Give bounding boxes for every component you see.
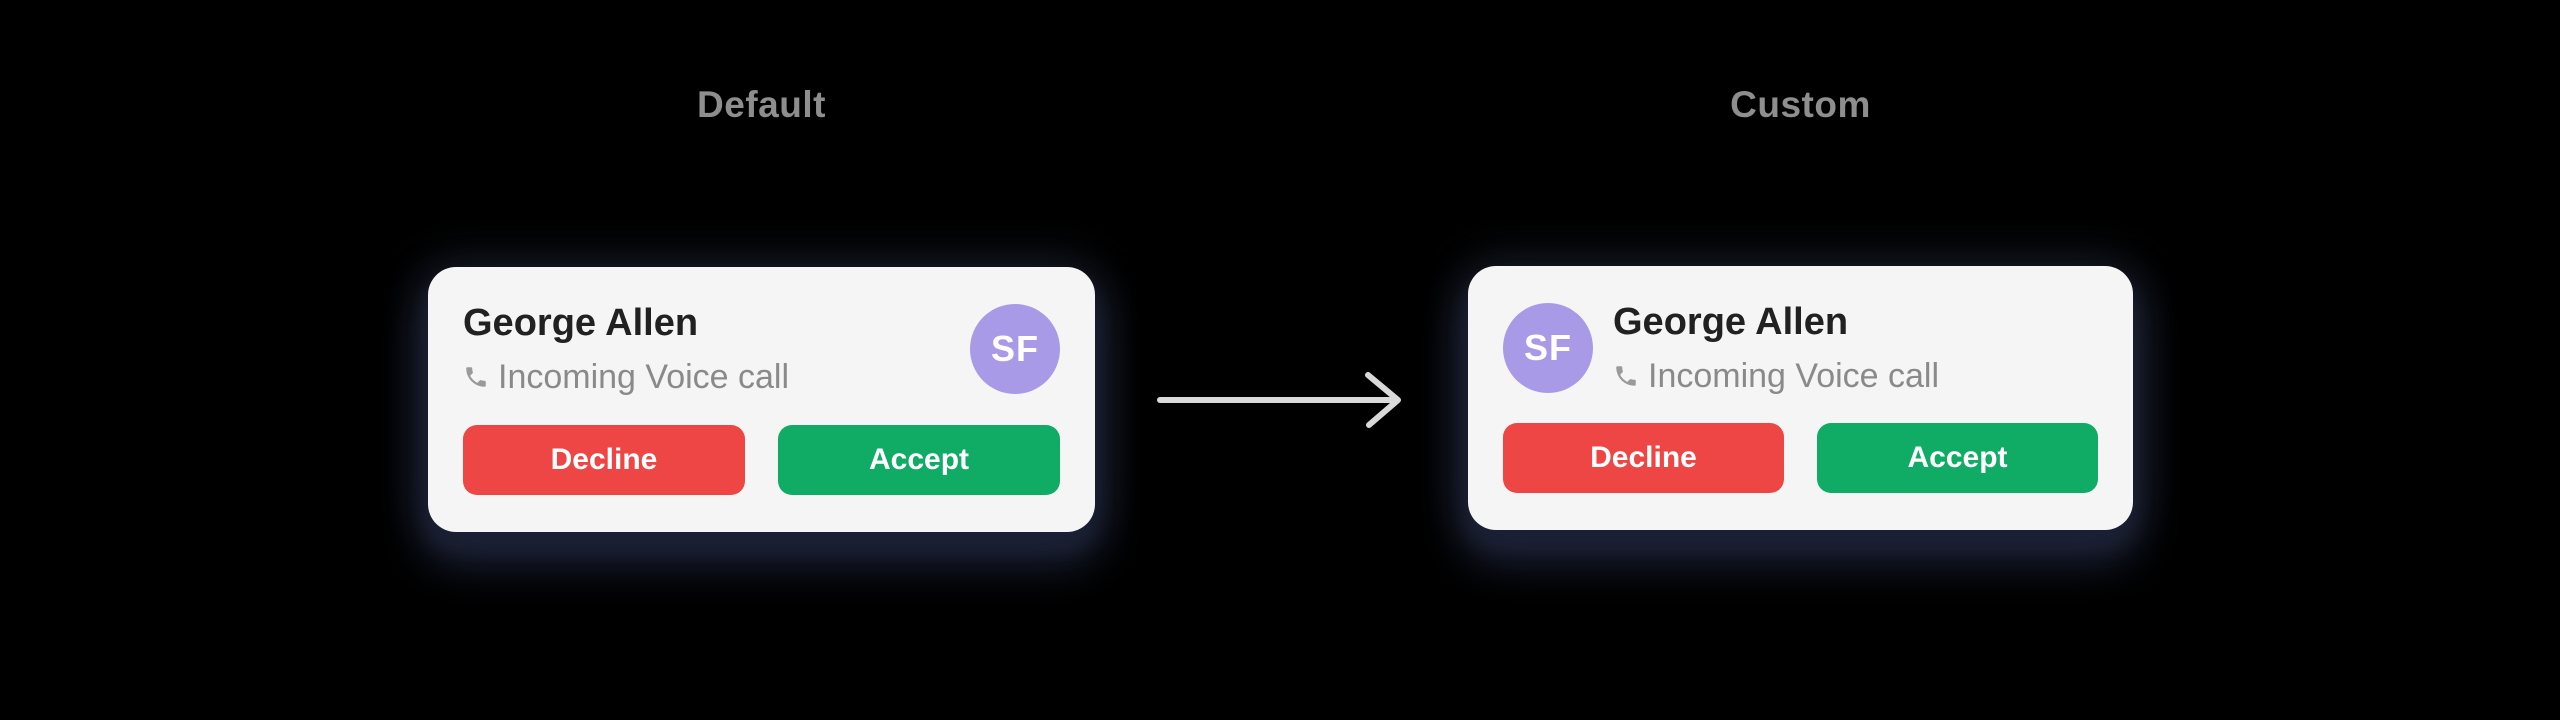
card-header: SF George Allen Incoming Voice call [1503,300,2098,396]
call-notification-card-default: George Allen Incoming Voice call SF Decl… [428,267,1095,532]
decline-button[interactable]: Decline [1503,423,1784,493]
section-label-custom: Custom [1730,84,1871,125]
caller-name: George Allen [463,302,699,344]
phone-icon [1616,366,1636,386]
decline-button[interactable]: Decline [463,425,745,495]
call-type-label: Incoming Voice call [1648,356,1940,395]
caller-identity: George Allen Incoming Voice call [463,301,789,397]
accept-button[interactable]: Accept [778,425,1060,495]
call-type-row: Incoming Voice call [1613,356,1939,397]
caller-identity: George Allen Incoming Voice call [1613,300,1939,396]
card-header: George Allen Incoming Voice call SF [463,301,1060,397]
phone-icon [466,367,486,387]
avatar-initials: SF [990,328,1039,370]
accept-button[interactable]: Accept [1817,423,2098,493]
avatar-initials: SF [1523,327,1572,369]
caller-name: George Allen [1613,301,1849,343]
call-type-label: Incoming Voice call [498,357,790,396]
call-actions: Decline Accept [463,425,1060,495]
call-type-row: Incoming Voice call [463,357,789,398]
arrow-right-icon [1157,372,1401,428]
avatar: SF [1503,303,1593,394]
avatar: SF [970,304,1060,395]
call-notification-card-custom: SF George Allen Incoming Voice call Decl… [1468,266,2133,530]
section-label-default: Default [697,84,826,125]
call-actions: Decline Accept [1503,423,2098,493]
